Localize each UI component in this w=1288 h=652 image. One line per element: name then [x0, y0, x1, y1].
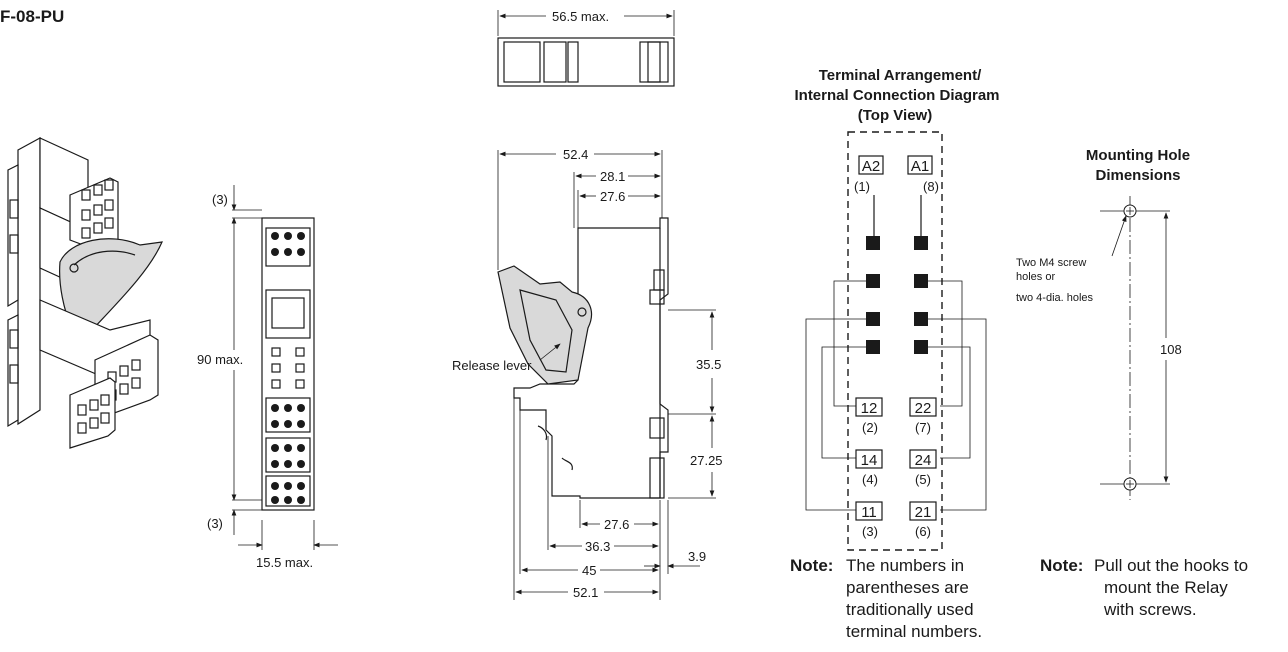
terminal-note-line4: terminal numbers.: [846, 622, 982, 641]
socket-isometric-picture: [7, 136, 163, 449]
relay-outline: [847, 131, 943, 551]
terminal-12-number: (2): [862, 420, 878, 435]
terminal-a2: A2: [862, 158, 880, 175]
dim-45: 45: [582, 563, 596, 578]
mounting-desc-line2: holes or: [1016, 271, 1055, 283]
terminal-22: 22: [915, 400, 932, 417]
mounting-desc-line3: two 4-dia. holes: [1016, 292, 1094, 304]
model-label: F-08-PU: [0, 7, 64, 26]
mounting-note-line1: Pull out the hooks to: [1094, 556, 1248, 575]
mounting-note-line3: with screws.: [1103, 600, 1197, 619]
side-view: Release lever 52.4 28.1 27.6 35.5 27.25: [452, 147, 723, 600]
terminal-note-line2: parentheses are: [846, 578, 969, 597]
terminal-24-number: (5): [915, 472, 931, 487]
top-view: 56.5 max.: [497, 9, 675, 87]
mounting-note-line2: mount the Relay: [1104, 578, 1228, 597]
top-width-dim: 56.5 max.: [552, 9, 609, 24]
mounting-spacing-dim: 108: [1160, 342, 1182, 357]
dim-3-9: 3.9: [688, 549, 706, 564]
terminal-a2-number: (1): [854, 179, 870, 194]
terminal-21: 21: [915, 504, 932, 521]
terminal-22-number: (7): [915, 420, 931, 435]
mounting-desc-line1: Two M4 screw: [1016, 257, 1086, 269]
front-bottom-gap-dim: (3): [207, 516, 223, 531]
terminal-title-line1: Terminal Arrangement/: [819, 67, 982, 84]
terminal-a1-number: (8): [923, 179, 939, 194]
dim-52-4: 52.4: [563, 147, 588, 162]
terminal-12: 12: [861, 400, 878, 417]
front-top-gap-dim: (3): [212, 192, 228, 207]
front-view: (3) 90 max. (3) 15.5 max.: [197, 185, 338, 570]
terminal-note-label: Note:: [790, 556, 833, 575]
terminal-title-line3: (Top View): [858, 107, 932, 124]
terminal-diagram: Terminal Arrangement/ Internal Connectio…: [790, 67, 1000, 641]
dim-36-3: 36.3: [585, 539, 610, 554]
front-height-dim: 90 max.: [197, 352, 243, 367]
mounting-note-label: Note:: [1040, 556, 1083, 575]
dim-35-5: 35.5: [696, 357, 721, 372]
dim-27-6-top: 27.6: [600, 189, 625, 204]
terminal-14-number: (4): [862, 472, 878, 487]
dim-27-6-bottom: 27.6: [604, 517, 629, 532]
terminal-11: 11: [861, 504, 877, 521]
front-width-dim: 15.5 max.: [256, 555, 313, 570]
mounting-title-line2: Dimensions: [1095, 167, 1180, 184]
mounting-hole-diagram: Mounting Hole Dimensions Two M4 screw ho…: [1016, 147, 1248, 619]
terminal-24: 24: [915, 452, 932, 469]
dim-28-1: 28.1: [600, 169, 625, 184]
terminal-title-line2: Internal Connection Diagram: [794, 87, 999, 104]
terminal-11-number: (3): [862, 524, 878, 539]
release-lever-label: Release lever: [452, 358, 532, 373]
terminal-a1: A1: [911, 158, 929, 175]
dim-27-25: 27.25: [690, 453, 723, 468]
mounting-title-line1: Mounting Hole: [1086, 147, 1190, 164]
terminal-note-line1: The numbers in: [846, 556, 964, 575]
terminal-14: 14: [861, 452, 878, 469]
dim-52-1: 52.1: [573, 585, 598, 600]
terminal-note-line3: traditionally used: [846, 600, 974, 619]
terminal-21-number: (6): [915, 524, 931, 539]
